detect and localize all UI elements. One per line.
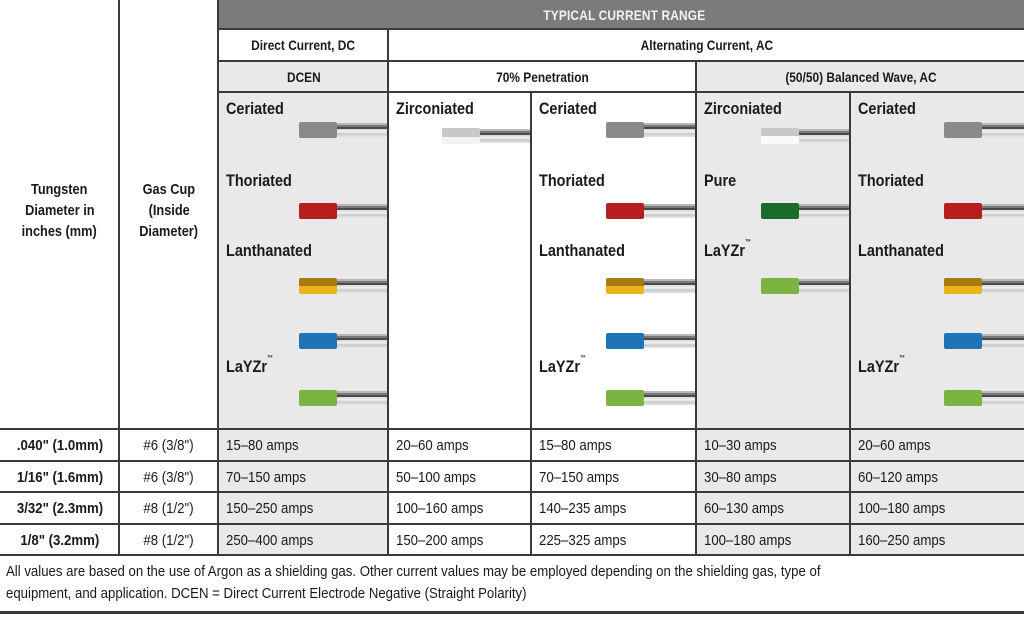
ac-group-header: Alternating Current, AC: [389, 29, 1024, 61]
electrode-label-layzr: LaYZr™: [226, 355, 273, 376]
bal-zr-amps-cell: 100–180 amps: [704, 531, 792, 549]
divider: [695, 60, 697, 555]
bal-zr-electrode-panel: [697, 92, 850, 428]
electrode-label-ceriated: Ceriated: [858, 99, 916, 118]
thoriated-electrode-icon: [944, 203, 1024, 219]
dcen-amps-cell: 70–150 amps: [226, 468, 306, 486]
diameter-cell: .040" (1.0mm): [16, 436, 103, 454]
blue-electrode-icon: [944, 333, 1024, 349]
ac70-zr-amps-cell: 50–100 amps: [396, 468, 476, 486]
dcen-amps-cell: 150–250 amps: [226, 499, 314, 517]
gas-cup-label: Gas Cup (Inside Diameter): [139, 180, 199, 240]
layzr-electrode-icon: [299, 390, 388, 406]
layzr-electrode-icon: [944, 390, 1024, 406]
electrode-label-pure: Pure: [704, 171, 737, 190]
dc-group-header: Direct Current, DC: [219, 29, 388, 61]
divider: [0, 554, 1024, 556]
ac70-ce-amps-cell: 70–150 amps: [539, 468, 619, 486]
dcen-electrode-panel: [219, 92, 388, 428]
footnote: All values are based on the use of Argon…: [6, 563, 821, 602]
ceriated-electrode-icon: [944, 122, 1024, 138]
divider: [0, 611, 1024, 614]
electrode-label-zirconiated: Zirconiated: [396, 99, 474, 118]
layzr-electrode-icon: [761, 278, 850, 294]
ceriated-electrode-icon: [299, 122, 388, 138]
ceriated-electrode-icon: [606, 122, 696, 138]
ac70-zr-amps-cell: 150–200 amps: [396, 531, 484, 549]
electrode-label-ceriated: Ceriated: [539, 99, 597, 118]
electrode-label-layzr: LaYZr™: [539, 355, 586, 376]
ac70-zr-electrode-panel: [389, 92, 531, 428]
diameter-cell: 1/8" (3.2mm): [20, 531, 99, 549]
divider: [118, 0, 120, 555]
divider: [217, 28, 1024, 30]
typical-current-range-title: TYPICAL CURRENT RANGE: [542, 6, 706, 23]
bal-zr-amps-cell: 30–80 amps: [704, 468, 777, 486]
divider: [0, 491, 1024, 493]
lanthanated-electrode-icon: [299, 278, 388, 294]
diameter-cell: 3/32" (2.3mm): [16, 499, 103, 517]
gas-cup-cell: #8 (1/2"): [143, 531, 195, 549]
gas-cup-cell: #6 (3/8"): [143, 436, 195, 454]
bal-ce-amps-cell: 160–250 amps: [858, 531, 946, 549]
typical-current-range-header: TYPICAL CURRENT RANGE: [218, 0, 1024, 29]
lanthanated-electrode-icon: [944, 278, 1024, 294]
electrode-label-lanthanated: Lanthanated: [539, 241, 625, 260]
ac70-ce-electrode-panel: [532, 92, 696, 428]
ac70-ce-amps-cell: 225–325 amps: [539, 531, 627, 549]
divider: [849, 91, 851, 555]
ac70-ce-amps-cell: 15–80 amps: [539, 436, 612, 454]
bal-zr-amps-cell: 10–30 amps: [704, 436, 777, 454]
ac70-ce-amps-cell: 140–235 amps: [539, 499, 627, 517]
bal-ce-amps-cell: 100–180 amps: [858, 499, 946, 517]
thoriated-electrode-icon: [299, 203, 388, 219]
electrode-label-layzr: LaYZr™: [858, 355, 905, 376]
lanthanated-electrode-icon: [606, 278, 696, 294]
gas-cup-cell: #8 (1/2"): [143, 499, 195, 517]
bal-ce-amps-cell: 60–120 amps: [858, 468, 938, 486]
tungsten-diameter-label: Tungsten Diameter in inches (mm): [21, 180, 98, 240]
blue-electrode-icon: [606, 333, 696, 349]
divider: [0, 523, 1024, 525]
diameter-cell: 1/16" (1.6mm): [16, 468, 103, 486]
electrode-label-zirconiated: Zirconiated: [704, 99, 782, 118]
ac70-zr-amps-cell: 100–160 amps: [396, 499, 484, 517]
ac70-zr-amps-cell: 20–60 amps: [396, 436, 469, 454]
dcen-amps-cell: 15–80 amps: [226, 436, 299, 454]
divider: [217, 0, 219, 555]
electrode-label-thoriated: Thoriated: [539, 171, 605, 190]
electrode-label-layzr: LaYZr™: [704, 239, 751, 260]
electrode-label-lanthanated: Lanthanated: [226, 241, 312, 260]
divider: [530, 91, 532, 555]
dcen-header: DCEN: [219, 61, 388, 92]
blue-electrode-icon: [299, 333, 388, 349]
thoriated-electrode-icon: [606, 203, 696, 219]
bal-zr-amps-cell: 60–130 amps: [704, 499, 784, 517]
divider: [0, 428, 1024, 430]
divider: [0, 460, 1024, 462]
divider: [217, 91, 1024, 93]
ac-balanced-wave-header: (50/50) Balanced Wave, AC: [697, 61, 1024, 92]
divider: [217, 60, 1024, 62]
zirconiated-electrode-icon: [761, 128, 850, 144]
divider: [387, 28, 389, 555]
pure-electrode-icon: [761, 203, 850, 219]
electrode-label-lanthanated: Lanthanated: [858, 241, 944, 260]
electrode-label-ceriated: Ceriated: [226, 99, 284, 118]
gas-cup-cell: #6 (3/8"): [143, 468, 195, 486]
dcen-amps-cell: 250–400 amps: [226, 531, 314, 549]
zirconiated-electrode-icon: [442, 128, 531, 144]
electrode-label-thoriated: Thoriated: [858, 171, 924, 190]
ac-70-penetration-header: 70% Penetration: [389, 61, 696, 92]
electrode-label-thoriated: Thoriated: [226, 171, 292, 190]
layzr-electrode-icon: [606, 390, 696, 406]
bal-ce-electrode-panel: [851, 92, 1024, 428]
bal-ce-amps-cell: 20–60 amps: [858, 436, 931, 454]
